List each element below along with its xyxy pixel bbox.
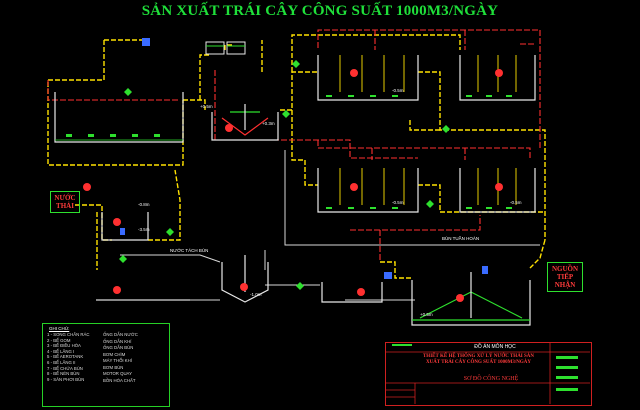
level-tag: -0.8m xyxy=(138,202,150,207)
legend-item: 7 - BỂ CHỨA BÙN xyxy=(47,365,83,371)
legend-key-sludge: ỐNG DẪN BÙN xyxy=(103,345,134,350)
legend-key-pump: BƠM CHÌM xyxy=(103,351,126,357)
legend-key-blower: MÁY THỔI KHÍ xyxy=(103,358,132,363)
level-tag: -0.5m xyxy=(392,88,404,93)
return-sludge-label: BÙN TUẦN HOÀN xyxy=(442,236,480,241)
legend-key-air: ỐNG DẪN KHÍ xyxy=(103,338,132,344)
level-tag: +0.3m xyxy=(262,121,275,126)
diffusers-1 xyxy=(66,134,160,137)
legend-item: 1 - SONG CHẮN RÁC xyxy=(47,332,90,337)
legend-item: 6 - BỂ LẮNG II xyxy=(47,359,76,365)
level-tag: -0.5m xyxy=(392,200,404,205)
level-tag: -3.5m xyxy=(138,227,150,232)
tank-sludge-holding xyxy=(321,282,383,303)
legend-key-chemical: BỒN HÓA CHẤT xyxy=(103,377,136,383)
legend-items: 1 - SONG CHẮN RÁC 2 - BỂ GOM 3 - BỂ ĐIỀU… xyxy=(47,332,90,382)
tank-equalization xyxy=(54,92,184,143)
title-block-frame xyxy=(385,342,590,404)
blower-station xyxy=(205,41,246,55)
level-tag: -0.5m xyxy=(510,200,522,205)
submersible-pump-icon xyxy=(120,228,125,235)
level-tag: -1.0m xyxy=(250,292,262,297)
motor-icon xyxy=(482,266,488,274)
tank-pump-sump xyxy=(101,212,149,241)
legend-key-motor: MOTOR QUAY xyxy=(103,371,132,376)
valve-icons xyxy=(119,60,450,290)
source-label: NƯỚC THẢI xyxy=(50,191,80,213)
project-description: THIẾT KẾ HỆ THỐNG XỬ LÝ NƯỚC THẢI SẢN XU… xyxy=(422,354,535,365)
tank-aerotank-lower xyxy=(317,168,536,213)
drawing-title: SẢN XUẤT TRÁI CÂY CÔNG SUẤT 1000M3/NGÀY xyxy=(141,3,499,19)
aerotank-lower-baffles xyxy=(339,168,517,205)
aerotank-upper-diffusers xyxy=(326,95,512,97)
aerotank-lower-diffusers xyxy=(326,207,512,209)
legend-item: 3 - BỂ ĐIỀU HÒA xyxy=(47,343,81,349)
level-tag: +0.5m xyxy=(200,104,213,109)
legend-item: 9 - SÂN PHƠI BÙN xyxy=(47,376,85,382)
air-pipes xyxy=(47,29,541,262)
legend-item: 8 - BỂ NÉN BÙN xyxy=(47,371,80,377)
legend-item: 4 - BỂ LẮNG I xyxy=(47,348,75,354)
aerotank-upper-baffles xyxy=(339,55,517,92)
project-name: ĐỒ ÁN MÔN HỌC xyxy=(474,344,516,350)
chemical-tank-icon xyxy=(142,38,150,46)
level-tag: +0.5m xyxy=(420,312,433,317)
legend-item: 2 - BỂ GOM xyxy=(47,337,71,343)
drawing-name: SƠ ĐỒ CÔNG NGHỆ xyxy=(463,376,519,382)
legend-keys: ỐNG DẪN NƯỚC ỐNG DẪN KHÍ ỐNG DẪN BÙN BƠM… xyxy=(103,332,138,384)
water-pipes xyxy=(47,34,546,279)
title-block: ĐỒ ÁN MÔN HỌC THIẾT KẾ HỆ THỐNG XỬ LÝ NƯ… xyxy=(385,342,592,406)
legend-key-sludge-pump: BƠM BÙN xyxy=(103,364,124,370)
sludge-pump-icon xyxy=(384,272,392,279)
tank-primary-clarifier xyxy=(211,104,279,141)
receiver-label: NGUỒN TIẾP NHẬN xyxy=(547,262,583,292)
legend-key-water: ỐNG DẪN NƯỚC xyxy=(103,332,138,337)
title-block-logo-marks xyxy=(392,344,578,391)
unit-markers xyxy=(83,69,503,302)
tank-secondary-clarifier xyxy=(411,272,531,326)
legend-item: 5 - BỂ AEROTANK xyxy=(47,354,84,360)
sludge-water-label: NƯỚC TÁCH BÙN xyxy=(170,248,209,253)
legend-heading: GHI CHÚ: xyxy=(49,326,70,331)
tank-aerotank-upper xyxy=(317,55,536,101)
legend: GHI CHÚ: 1 - SONG CHẮN RÁC 2 - BỂ GOM 3 … xyxy=(42,323,170,407)
